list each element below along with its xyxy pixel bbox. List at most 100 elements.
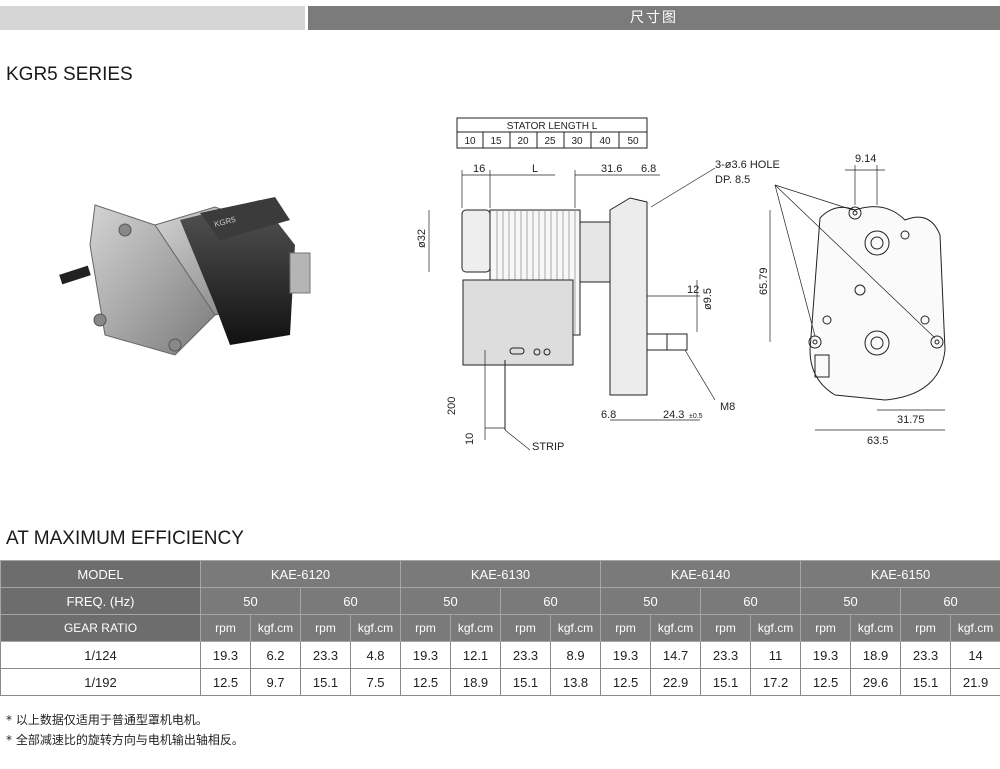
- table-cell: 15.1: [300, 668, 351, 696]
- unit-label: rpm: [400, 614, 452, 642]
- dim-label: 24.3: [663, 409, 684, 421]
- stator-length-table: [456, 117, 648, 149]
- freq-value: 50: [400, 587, 502, 615]
- dim-label: 12: [687, 284, 699, 296]
- freq-value: 60: [900, 587, 1000, 615]
- model-name: KAE-6140: [600, 560, 802, 588]
- table-cell: 23.3: [700, 641, 752, 669]
- stator-length-value: 50: [627, 136, 639, 147]
- strip-label: STRIP: [532, 441, 564, 453]
- dim-label: 6.8: [601, 409, 616, 421]
- stator-length-value: 30: [571, 136, 583, 147]
- hole-spec: 3-ø3.6 HOLE: [715, 159, 780, 171]
- footnote: * 全部减速比的旋转方向与电机输出轴相反。: [6, 733, 244, 747]
- header-title: 尺寸图: [308, 6, 1000, 30]
- dim-label: ø32: [416, 229, 428, 248]
- unit-label: kgf.cm: [250, 614, 301, 642]
- unit-label: rpm: [700, 614, 752, 642]
- stator-length-value: 25: [544, 136, 556, 147]
- table-cell: 29.6: [850, 668, 902, 696]
- table-cell: 19.3: [400, 641, 452, 669]
- unit-label: kgf.cm: [750, 614, 802, 642]
- freq-value: 60: [700, 587, 802, 615]
- depth-spec: DP. 8.5: [715, 174, 750, 186]
- freq-value: 60: [500, 587, 602, 615]
- freq-value: 50: [200, 587, 301, 615]
- unit-label: kgf.cm: [349, 614, 402, 642]
- side-view: [461, 197, 688, 430]
- dim-label: 63.5: [867, 435, 888, 447]
- table-cell: 14: [950, 641, 1000, 669]
- header-left-bar: [0, 6, 305, 30]
- unit-label: rpm: [200, 614, 251, 642]
- freq-value: 50: [800, 587, 902, 615]
- dim-label: 10: [464, 433, 476, 445]
- dim-label: 6.8: [641, 163, 656, 175]
- table-cell: 13.8: [550, 668, 602, 696]
- efficiency-table: MODEL KAE-6120 KAE-6130 KAE-6140 KAE-615…: [0, 560, 1000, 696]
- table-cell: 12.5: [800, 668, 852, 696]
- dimension-drawing: STATOR LENGTH L 10 15 20 25 30 40 50: [416, 117, 946, 453]
- gear-ratio: 1/192: [0, 668, 201, 696]
- stator-header: STATOR LENGTH L: [507, 121, 598, 132]
- table-cell: 23.3: [900, 641, 952, 669]
- freq-value: 50: [600, 587, 702, 615]
- dim-label: 16: [473, 163, 485, 175]
- dim-label: ø9.5: [702, 288, 714, 310]
- unit-label: kgf.cm: [650, 614, 702, 642]
- tolerance-label: ±0.5: [689, 413, 703, 420]
- table-cell: 9.7: [250, 668, 301, 696]
- table-cell: 11: [750, 641, 802, 669]
- table-cell: 19.3: [600, 641, 652, 669]
- footnote: * 以上数据仅适用于普通型罩机电机。: [6, 713, 208, 727]
- table-cell: 19.3: [800, 641, 852, 669]
- unit-label: kgf.cm: [950, 614, 1000, 642]
- footnotes: * 以上数据仅适用于普通型罩机电机。 * 全部减速比的旋转方向与电机输出轴相反。: [6, 710, 244, 750]
- front-view: [808, 206, 946, 401]
- stator-length-value: 10: [464, 136, 476, 147]
- table-cell: 14.7: [650, 641, 702, 669]
- table-cell: 12.5: [400, 668, 452, 696]
- model-name: KAE-6130: [400, 560, 602, 588]
- freq-value: 60: [299, 587, 402, 615]
- unit-label: kgf.cm: [850, 614, 902, 642]
- table-cell: 15.1: [500, 668, 552, 696]
- table-cell: 18.9: [850, 641, 902, 669]
- table-cell: 17.2: [750, 668, 802, 696]
- freq-label: FREQ. (Hz): [0, 587, 201, 615]
- dim-label: L: [532, 163, 538, 175]
- unit-label: kgf.cm: [450, 614, 502, 642]
- model-name: KAE-6120: [199, 560, 402, 588]
- dim-label: 31.75: [897, 414, 925, 426]
- unit-label: kgf.cm: [550, 614, 602, 642]
- table-cell: 12.1: [450, 641, 502, 669]
- table-cell: 15.1: [900, 668, 952, 696]
- dim-label: 31.6: [601, 163, 622, 175]
- table-cell: 12.5: [600, 668, 652, 696]
- model-label: MODEL: [0, 560, 201, 588]
- series-title: KGR5 SERIES: [6, 64, 133, 85]
- table-cell: 18.9: [450, 668, 502, 696]
- model-name: KAE-6150: [800, 560, 1000, 588]
- table-cell: 6.2: [250, 641, 301, 669]
- gear-ratio: 1/124: [0, 641, 201, 669]
- table-cell: 15.1: [700, 668, 752, 696]
- model-row: MODEL KAE-6120 KAE-6130 KAE-6140 KAE-615…: [0, 560, 1000, 588]
- dim-label: 65.79: [758, 267, 770, 295]
- table-cell: 7.5: [349, 668, 402, 696]
- gear-ratio-label: GEAR RATIO: [0, 614, 201, 642]
- table-cell: 4.8: [349, 641, 402, 669]
- unit-label: rpm: [300, 614, 351, 642]
- efficiency-title: AT MAXIMUM EFFICIENCY: [6, 528, 244, 549]
- table-cell: 8.9: [550, 641, 602, 669]
- unit-label: rpm: [500, 614, 552, 642]
- table-cell: 19.3: [200, 641, 251, 669]
- table-cell: 23.3: [300, 641, 351, 669]
- table-cell: 23.3: [500, 641, 552, 669]
- dim-label: 200: [446, 397, 458, 415]
- unit-label: rpm: [800, 614, 852, 642]
